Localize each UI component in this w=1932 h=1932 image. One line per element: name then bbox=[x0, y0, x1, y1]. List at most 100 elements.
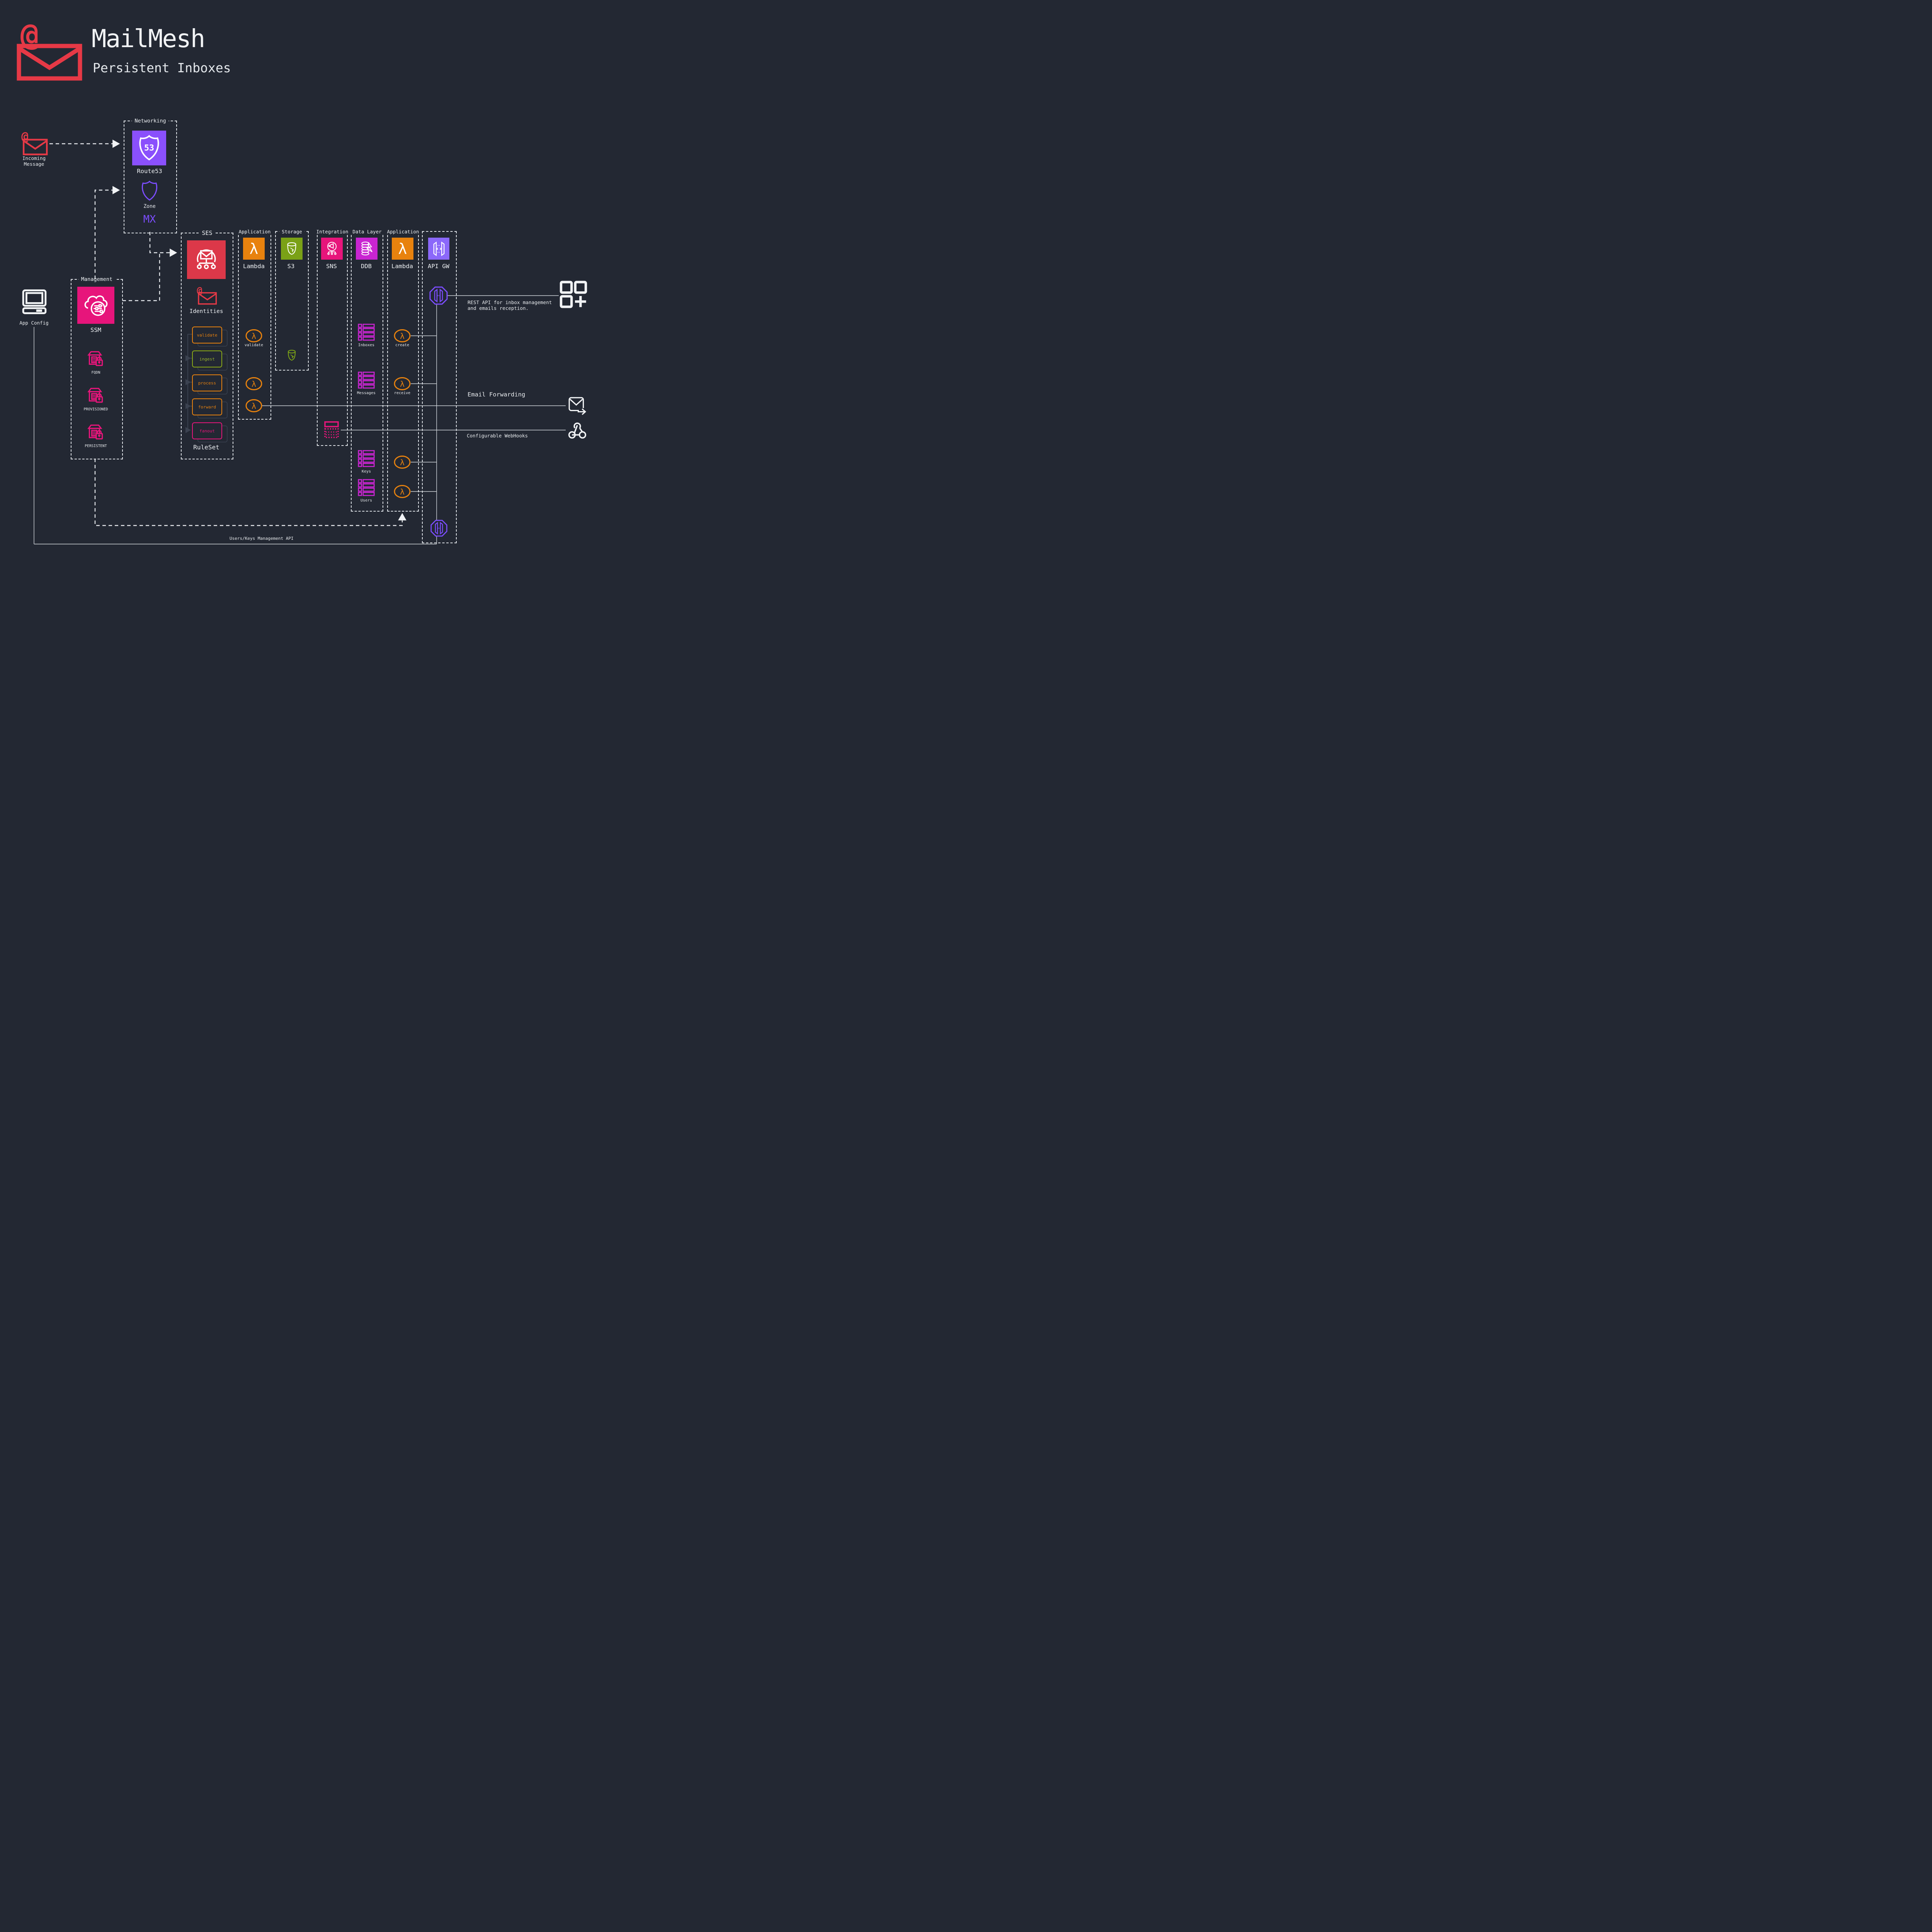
rule-forward: forward bbox=[192, 398, 222, 415]
s3-label: S3 bbox=[287, 263, 295, 270]
ses-icon bbox=[197, 249, 216, 269]
app-config-label: App Config bbox=[19, 320, 49, 326]
svg-text:@: @ bbox=[21, 131, 29, 143]
parameter-lock-icon bbox=[87, 424, 103, 440]
edge-management-to-zone bbox=[94, 186, 120, 279]
apigw-label: API GW bbox=[428, 263, 449, 270]
ses-block bbox=[187, 240, 226, 279]
edge-forward-to-fanout bbox=[185, 406, 194, 433]
table-inboxes-label: Inboxes bbox=[358, 343, 375, 347]
rule-validate: validate bbox=[192, 327, 222, 344]
table-users-label: Users bbox=[360, 498, 372, 503]
ddb-label: DDB bbox=[361, 263, 372, 270]
incoming-message-label: Incoming Message bbox=[22, 155, 46, 167]
rule-fanout: fanout bbox=[192, 422, 222, 439]
page-title: MailMesh bbox=[92, 25, 205, 53]
group-integration-label: Integration bbox=[313, 228, 351, 235]
sns-block bbox=[321, 238, 343, 260]
computer-icon bbox=[22, 289, 47, 314]
svg-text:λ: λ bbox=[398, 240, 407, 257]
group-ses: SES bbox=[181, 230, 233, 459]
ssm-label: SSM bbox=[90, 327, 101, 333]
lambda-icon: λ bbox=[398, 240, 407, 257]
svg-text:53: 53 bbox=[144, 143, 154, 153]
mail-forward-icon bbox=[568, 397, 587, 415]
s3-bucket-outline-icon bbox=[287, 350, 296, 361]
group-application-1: Application bbox=[236, 228, 274, 420]
edge-management-to-ses bbox=[122, 253, 160, 301]
subscription-grid-icon bbox=[324, 421, 339, 438]
connector-layer bbox=[34, 139, 566, 544]
group-storage-label: Storage bbox=[279, 228, 305, 235]
ruleset-label: RuleSet bbox=[193, 444, 219, 451]
lambda-circle-create-icon: λ bbox=[394, 329, 411, 342]
route53-label: Route53 bbox=[137, 168, 162, 175]
svg-text:λ: λ bbox=[400, 332, 405, 341]
api-hexagon-icon bbox=[430, 520, 447, 537]
sns-icon bbox=[327, 242, 337, 255]
email-forwarding-label: Email Forwarding bbox=[468, 391, 526, 398]
svg-text:λ: λ bbox=[252, 401, 256, 411]
webhook-icon bbox=[568, 422, 587, 439]
page-subtitle: Persistent Inboxes bbox=[93, 60, 231, 75]
ddb-block bbox=[356, 238, 378, 260]
svg-text:λ: λ bbox=[400, 458, 405, 467]
parameter-lock-icon bbox=[87, 351, 103, 366]
route53-shield-icon: 53 bbox=[139, 135, 159, 161]
table-icon-inboxes bbox=[358, 323, 375, 341]
lambda-icon: λ bbox=[250, 240, 259, 257]
svg-text:λ: λ bbox=[250, 240, 259, 257]
ssm-icon bbox=[84, 295, 108, 316]
lambda-2-label: Lambda bbox=[391, 263, 413, 270]
zone-label: Zone bbox=[143, 204, 156, 209]
zone-shield-icon bbox=[141, 180, 158, 201]
param-provisioned-label: PROVISIONED bbox=[83, 407, 108, 412]
group-networking-label: Networking bbox=[132, 118, 169, 124]
table-messages-label: Messages bbox=[357, 391, 376, 395]
rest-api-note: REST API for inbox management and emails… bbox=[468, 299, 552, 311]
group-management-label: Management bbox=[78, 276, 116, 283]
lambda-block-2: λ bbox=[392, 238, 413, 260]
identities-mail-icon: @ bbox=[197, 286, 217, 305]
svg-text:λ: λ bbox=[252, 332, 256, 341]
diagram-canvas: @ MailMesh Persistent Inboxes @ Incoming… bbox=[0, 0, 597, 554]
lambda-block: λ bbox=[243, 238, 265, 260]
group-data-layer: Data Layer bbox=[350, 228, 384, 512]
group-application-1-label: Application bbox=[236, 228, 274, 235]
apigw-block bbox=[428, 238, 449, 260]
table-icon-keys bbox=[358, 450, 375, 467]
mail-at-icon: @ bbox=[17, 21, 82, 81]
edge-management-to-app-lambdas bbox=[94, 459, 406, 526]
apps-plus-icon bbox=[560, 281, 587, 308]
svg-text:λ: λ bbox=[400, 487, 405, 497]
table-icon-users bbox=[358, 479, 375, 496]
group-ses-label: SES bbox=[199, 230, 215, 237]
lambda-receive-label: receive bbox=[394, 391, 411, 395]
rest-api-note-line1: REST API for inbox management bbox=[468, 299, 552, 305]
group-storage: Storage bbox=[275, 228, 309, 371]
lambda-create-label: create bbox=[395, 343, 410, 347]
lambda-validate-label: validate bbox=[244, 343, 264, 347]
group-api-gw bbox=[422, 231, 457, 543]
group-management: Management bbox=[71, 276, 123, 459]
group-application-2-label: Application bbox=[384, 228, 422, 235]
param-fqdn-label: FQDN bbox=[91, 371, 100, 375]
dynamodb-icon bbox=[361, 241, 372, 255]
edge-networking-to-ses bbox=[149, 232, 177, 257]
api-gateway-icon bbox=[433, 241, 444, 256]
table-keys-label: Keys bbox=[361, 469, 371, 474]
svg-text:@: @ bbox=[20, 21, 39, 53]
route53-block: 53 bbox=[132, 131, 166, 165]
s3-block bbox=[281, 238, 303, 260]
rule-ingest: ingest bbox=[192, 350, 222, 367]
group-integration: Integration bbox=[313, 228, 351, 446]
incoming-message-icon: @ bbox=[21, 131, 48, 155]
group-data-layer-label: Data Layer bbox=[350, 228, 384, 235]
webhooks-label: Configurable WebHooks bbox=[467, 433, 528, 439]
table-icon-messages bbox=[358, 371, 375, 389]
s3-bucket-icon bbox=[287, 242, 296, 255]
lambda-circle-icon: λ bbox=[394, 485, 411, 498]
lambda-1-label: Lambda bbox=[243, 263, 265, 270]
lambda-circle-validate-icon: λ bbox=[245, 329, 262, 342]
api-hexagon-icon bbox=[429, 286, 448, 305]
